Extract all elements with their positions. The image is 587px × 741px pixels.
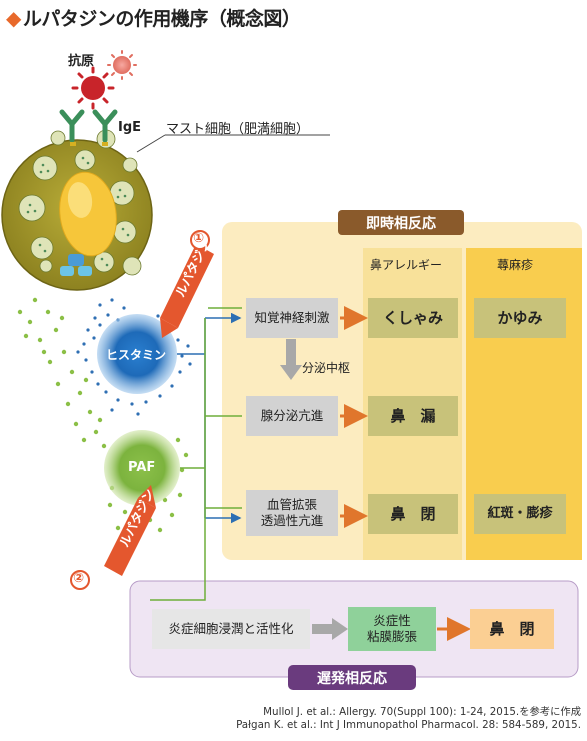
- column-header-urticaria: 蕁麻疹: [497, 258, 534, 272]
- histamine-label: ヒスタミン: [106, 348, 167, 362]
- free-antigen-icon: [107, 50, 137, 80]
- granule-dots: [26, 156, 130, 267]
- paf-connectors: [150, 307, 242, 601]
- gland-secretion-box: 腺分泌亢進: [246, 396, 338, 436]
- released-paf-dots: [17, 297, 189, 538]
- marker-1: ①: [193, 231, 205, 246]
- sensory-nerve-box: 知覚神経刺激: [246, 298, 338, 338]
- paf-sphere: [104, 430, 180, 506]
- vascular-line-1: 血管拡張: [266, 497, 317, 513]
- title-diamond-icon: ◆: [6, 6, 21, 30]
- column-header-nasal: 鼻アレルギー: [370, 258, 443, 272]
- ige-label: IgE: [118, 120, 142, 135]
- rupatadine-arrow-1: [160, 244, 214, 338]
- erythema-wheal-box: 紅斑・膨疹: [474, 494, 566, 534]
- immediate-phase-header: 即時相反応: [338, 210, 464, 235]
- central-arrow: [280, 339, 302, 380]
- page-title-text: ルパタジンの作用機序（概念図）: [22, 8, 301, 30]
- antigen-label: 抗原: [68, 54, 95, 69]
- mast-cell-label: マスト細胞（肥満細胞）: [166, 122, 310, 137]
- mast-cell-leader: [136, 134, 166, 153]
- marker-2-circle: [70, 570, 90, 590]
- sneeze-box: くしゃみ: [368, 298, 458, 338]
- released-histamine-dots: [76, 298, 192, 416]
- secretion-center-label: 分泌中枢: [302, 361, 351, 375]
- antigen-icon: [71, 66, 115, 110]
- antigen-ige-complex: [59, 50, 137, 146]
- ige-antibody-left: [59, 109, 85, 143]
- vascular-box: 血管拡張 透過性亢進: [246, 490, 338, 536]
- late-grey-arrow: [312, 618, 348, 640]
- late-phase-header: 遅発相反応: [288, 665, 416, 690]
- marker-2: ②: [73, 571, 85, 586]
- mast-cell: [1, 129, 153, 291]
- mucosal-swelling-box: 炎症性 粘膜膨張: [348, 607, 436, 651]
- mucosa-line-1: 炎症性: [373, 613, 411, 629]
- ige-antibody-right: [92, 109, 118, 143]
- vascular-line-2: 透過性亢進: [260, 513, 324, 528]
- inflammatory-infiltration-box: 炎症細胞浸潤と活性化: [152, 609, 310, 649]
- cell-receptor: [60, 254, 92, 276]
- histamine-sphere: [97, 314, 177, 394]
- nasal-obstruction-box: 鼻 閉: [368, 494, 458, 534]
- reference-2: Pałgan K. et al.: Int J Immunopathol Pha…: [236, 719, 581, 731]
- itch-box: かゆみ: [474, 298, 566, 338]
- marker-1-circle: [190, 230, 210, 250]
- paf-label: PAF: [128, 460, 156, 475]
- rhinorrhea-box: 鼻 漏: [368, 396, 458, 436]
- page-title: ◆ルパタジンの作用機序（概念図）: [6, 4, 301, 31]
- late-obstruction-box: 鼻 閉: [470, 609, 554, 649]
- rupatadine-arrow-2: [104, 485, 156, 576]
- reference-1: Mullol J. et al.: Allergy. 70(Suppl 100)…: [263, 706, 581, 718]
- mucosa-line-2: 粘膜膨張: [366, 629, 417, 644]
- effect-arrows: [340, 306, 471, 641]
